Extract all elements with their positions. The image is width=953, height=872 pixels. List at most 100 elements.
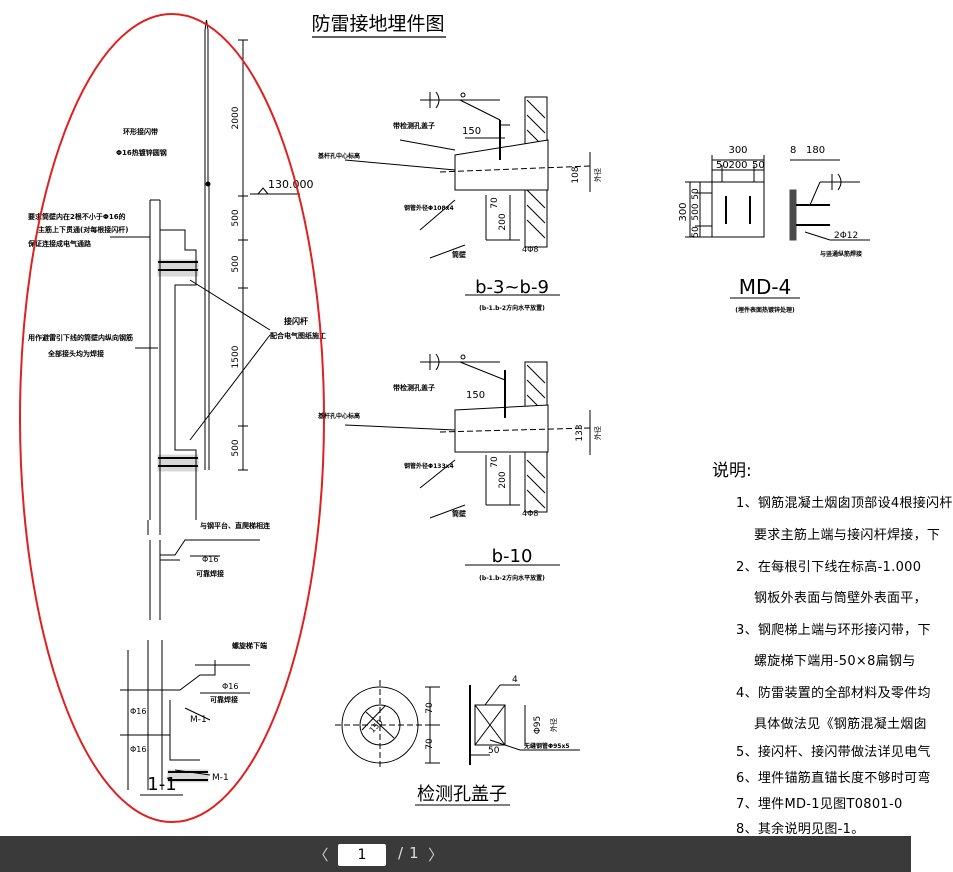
note-item: 3、钢爬梯上端与环形接闪带，下 xyxy=(736,623,931,638)
cover-dim-70b: 70 xyxy=(425,738,435,750)
d16-a: Φ16 xyxy=(202,555,218,564)
detail-md4-text: 300 50 200 50 8 180 300 50 500 50 2Φ12 与… xyxy=(678,145,862,314)
b10-title: b-10 xyxy=(492,546,533,567)
md4-dim-200: 200 xyxy=(728,160,747,171)
prev-page-button[interactable]: 〈 xyxy=(313,846,329,864)
note-mid-2: 全部接头均为焊接 xyxy=(47,349,104,358)
b10-dim-200: 200 xyxy=(498,471,508,488)
cover-title: 检测孔盖子 xyxy=(417,784,507,805)
note-item: 要求主筋上端与接闪杆焊接，下 xyxy=(754,528,941,543)
md4-dim-500: 500 xyxy=(691,203,701,220)
note-item: 5、接闪杆、接闪带做法详见电气 xyxy=(736,745,931,760)
ladder-note: 与钢平台、直爬梯相连 xyxy=(200,521,271,530)
md4-dim-300-top: 300 xyxy=(728,145,747,156)
detail-b10 xyxy=(344,353,591,566)
ring-label: 环形接闪带 xyxy=(123,127,158,136)
note-item: 2、在每根引下线在标高-1.000 xyxy=(736,560,922,575)
detail-cover-text: 150 70 70 4 Φ95 外径 50 无缝钢管Φ95x5 检测孔盖子 xyxy=(368,675,570,805)
highlight-ellipse xyxy=(19,13,325,823)
detail-md4 xyxy=(685,155,870,299)
detail-b3-b9-text: 带检测孔盖子 150 基杆孔中心标高 钢管外径Φ108x4 108 外径 70 … xyxy=(317,121,602,312)
note-item: 具体做法见《钢筋混凝土烟囱 xyxy=(754,717,927,732)
b39-wall-label: 筒壁 xyxy=(452,250,466,259)
md4-dim-8: 8 xyxy=(790,145,796,156)
rod-label: 接闪杆 xyxy=(284,316,308,326)
cover-dim-4: 4 xyxy=(512,675,518,685)
weld-b: 可靠焊接 xyxy=(210,695,238,704)
ring-spec: Φ16热镀锌圆钢 xyxy=(116,148,167,157)
md4-dim-300-left: 300 xyxy=(678,202,689,221)
b10-rebar-label: 4Φ8 xyxy=(522,509,538,518)
b10-subtitle: (b-1.b-2方向水平放置) xyxy=(479,574,545,582)
md4-dim-50a: 50 xyxy=(716,160,729,171)
page-number-input[interactable]: 1 xyxy=(338,844,386,866)
note-item: 钢板外表面与筒壁外表面平， xyxy=(754,591,927,606)
next-page-button[interactable]: 〉 xyxy=(428,846,444,864)
m1-b: M-1 xyxy=(212,773,229,783)
b39-pipe-label: 钢管外径Φ108x4 xyxy=(404,204,454,212)
weld-a: 可靠焊接 xyxy=(196,569,224,578)
md4-subtitle: (埋件表面热镀锌处理) xyxy=(735,306,795,314)
b39-center-label: 基杆孔中心标高 xyxy=(317,152,360,160)
b39-title: b-3~b-9 xyxy=(475,277,549,298)
b10-cover-label: 带检测孔盖子 xyxy=(393,383,435,392)
md4-dim-180: 180 xyxy=(806,145,825,156)
note-item: 螺旋梯下端用-50×8扁钢与 xyxy=(754,654,916,669)
dim-500c: 500 xyxy=(231,439,241,456)
section-1-1 xyxy=(110,19,300,796)
dim-2000: 2000 xyxy=(231,106,241,129)
section-1-1-text: 环形接闪带 Φ16热镀锌圆钢 2000 130.000 500 500 1500… xyxy=(27,106,326,795)
b10-center-label: 基杆孔中心标高 xyxy=(317,412,360,420)
page-separator: / xyxy=(398,844,404,862)
note-item: 1、钢筋混凝土烟囱顶部设4根接闪杆 xyxy=(736,496,953,511)
md4-dim-50b: 50 xyxy=(752,160,765,171)
note-top-2: 主筋上下贯通(对每根接闪杆) xyxy=(38,225,128,234)
d16-d: Φ16 xyxy=(130,745,146,754)
d16-c: Φ16 xyxy=(130,707,146,716)
total-pages: 1 xyxy=(409,844,419,862)
m1-a: M-1 xyxy=(190,715,207,725)
note-item: 6、埋件锚筋直锚长度不够时可弯 xyxy=(736,771,931,786)
cover-pipe-label: 无缝钢管Φ95x5 xyxy=(523,742,570,750)
cover-dim-70a: 70 xyxy=(425,702,435,714)
md4-rebar-label: 2Φ12 xyxy=(834,231,858,241)
notes-title: 说明: xyxy=(712,461,752,481)
b10-pipe-label: 钢管外径Φ133x4 xyxy=(404,462,454,470)
note-top-3: 保证连接成电气通路 xyxy=(27,239,92,248)
b10-outer-diam: 外径 xyxy=(593,426,602,440)
md4-dim-50c: 50 xyxy=(691,188,701,200)
drawing-viewer: 防雷接地埋件图 xyxy=(19,13,953,837)
detail-b10-text: 带检测孔盖子 150 基杆孔中心标高 钢管外径Φ133x4 133 外径 70 … xyxy=(317,383,602,582)
cover-dim-50: 50 xyxy=(488,746,500,756)
b10-dim-133: 133 xyxy=(575,424,585,441)
drawing-title: 防雷接地埋件图 xyxy=(311,13,444,35)
b10-dim-70: 70 xyxy=(490,456,500,468)
b39-outer-diam: 外径 xyxy=(593,168,602,182)
rod-note: 配合电气图纸施工 xyxy=(270,331,326,340)
b39-subtitle: (b-1.b-2方向水平放置) xyxy=(479,304,545,312)
md4-title: MD-4 xyxy=(739,275,792,299)
note-item: 7、埋件MD-1见图T0801-0 xyxy=(736,797,903,812)
md4-rebar-note: 与竖通纵筋焊接 xyxy=(820,250,862,258)
cover-outer-diam: 外径 xyxy=(549,718,558,732)
cover-dim-150: 150 xyxy=(368,718,385,735)
note-item: 4、防雷装置的全部材料及零件均 xyxy=(736,686,931,701)
cover-dim-95: Φ95 xyxy=(533,716,543,735)
detail-cover xyxy=(335,680,580,806)
note-top-1: 要求筒壁内在2根不小于Φ16的 xyxy=(28,212,126,221)
md4-dim-50d: 50 xyxy=(691,226,701,238)
b39-dim-108: 108 xyxy=(571,166,581,183)
b39-dim-150: 150 xyxy=(462,126,481,137)
d16-b: Φ16 xyxy=(222,682,238,691)
note-mid-1: 用作避雷引下线的筒壁内纵向钢筋 xyxy=(28,333,133,342)
b39-dim-200: 200 xyxy=(498,213,508,230)
drawing-canvas: 防雷接地埋件图 xyxy=(19,13,870,823)
b39-cover-label: 带检测孔盖子 xyxy=(393,121,435,130)
section-label: 1-1 xyxy=(147,774,176,795)
bottom-toolbar: 〈 1 / 1 〉 xyxy=(0,836,911,872)
detail-b3-b9 xyxy=(344,91,591,296)
dim-500b: 500 xyxy=(231,255,241,272)
elevation-label: 130.000 xyxy=(268,178,314,191)
dim-1500: 1500 xyxy=(231,345,241,368)
pager: 〈 1 / 1 〉 xyxy=(310,844,447,872)
